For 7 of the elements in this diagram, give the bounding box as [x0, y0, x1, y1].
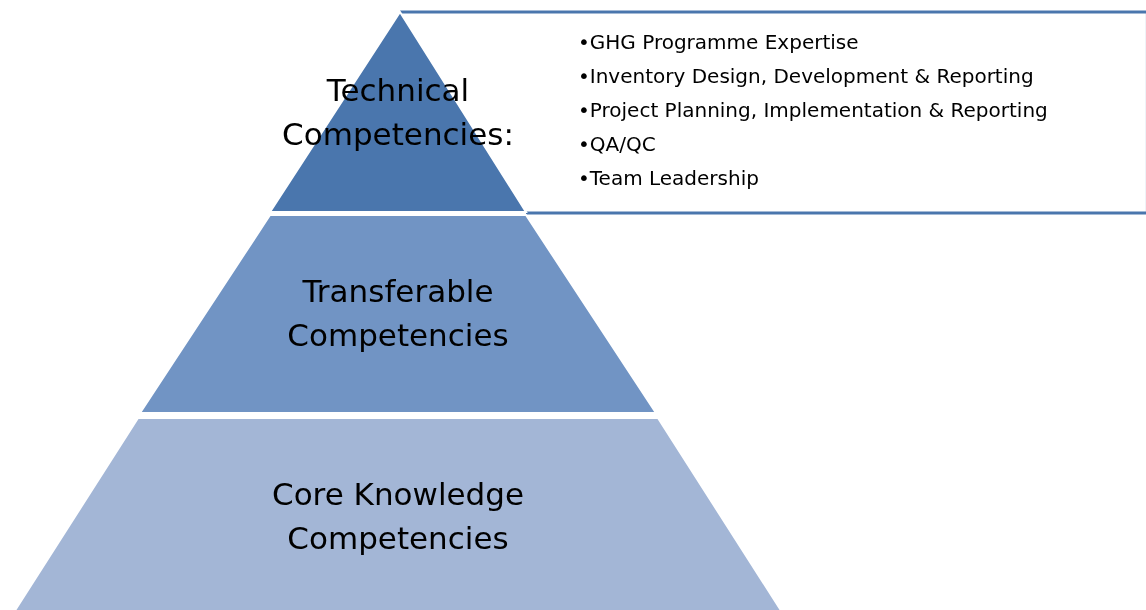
tier-label: Core Knowledge Competencies — [271, 475, 525, 558]
bullet-item: •Team Leadership — [578, 166, 759, 190]
bullet-item: •GHG Programme Expertise — [578, 30, 859, 54]
tier-label: Transferable Competencies — [286, 272, 510, 355]
bullet-item: •Project Planning, Implementation & Reporting — [578, 98, 1048, 122]
bullet-item: •QA/QC — [578, 132, 656, 156]
bullet-item: •Inventory Design, Development & Reporting — [578, 64, 1034, 88]
